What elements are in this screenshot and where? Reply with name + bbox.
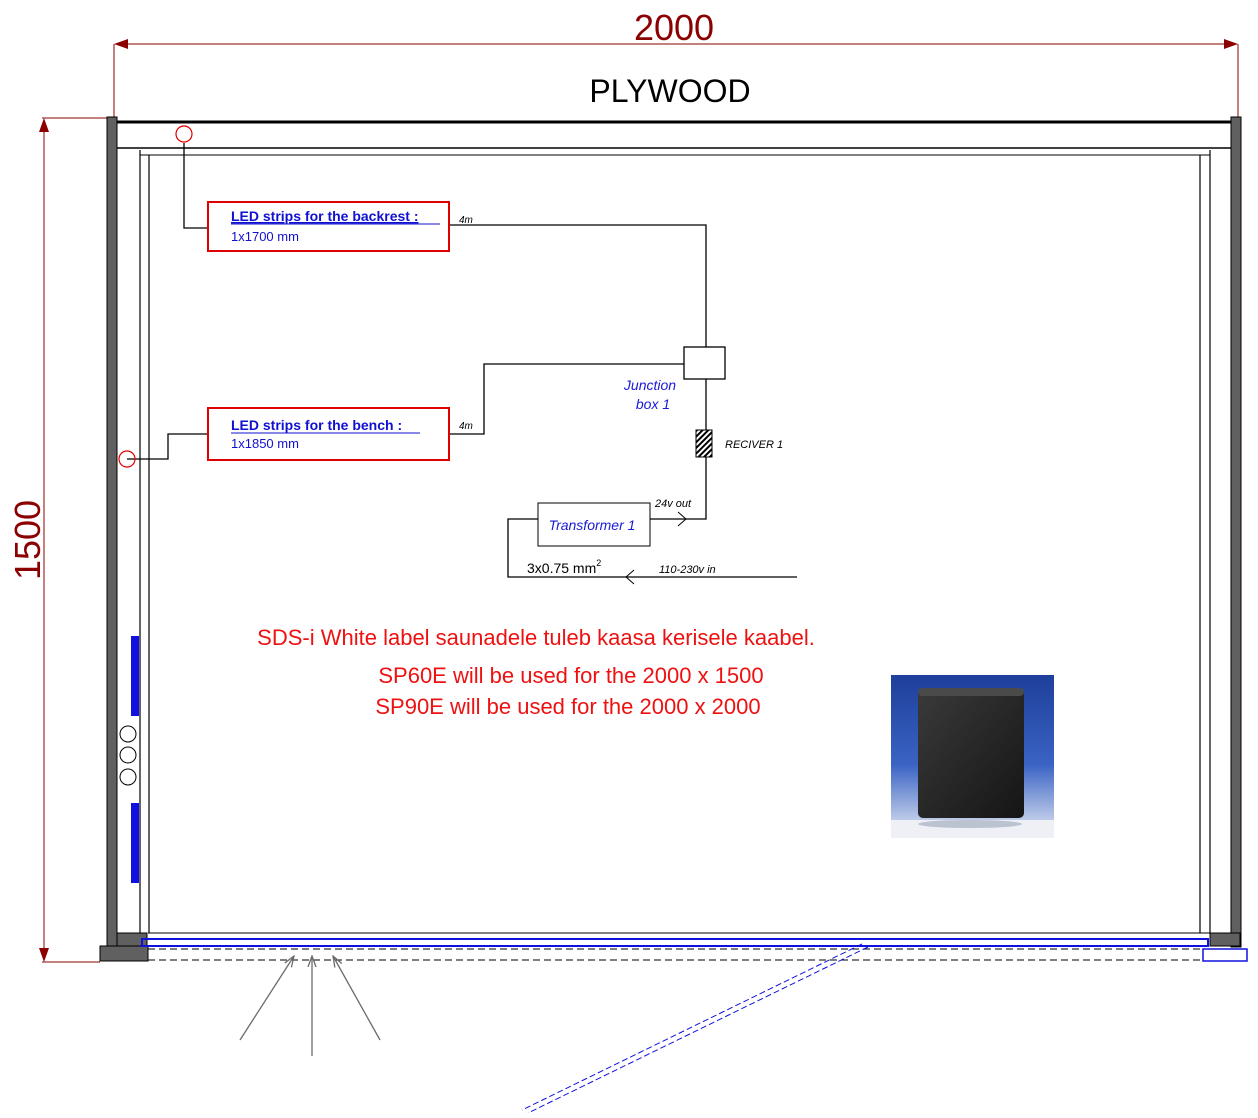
arrow-icon <box>333 956 381 1041</box>
width-dimension-label: 2000 <box>634 7 714 48</box>
transformer-label: Transformer 1 <box>549 517 636 533</box>
sauna-heater-image <box>891 675 1054 838</box>
receiver: RECIVER 1 <box>695 429 783 458</box>
right-door-handle <box>1202 948 1248 962</box>
door-swing <box>521 943 863 1111</box>
junction-box: Junction box 1 <box>623 346 726 412</box>
cable-spec-main: 3x0.75 mm <box>527 560 596 576</box>
led-backrest-spec: 1x1700 mm <box>231 229 299 244</box>
cable-spec: 3x0.75 mm2 <box>527 558 601 576</box>
led-bench-box: LED strips for the bench : 1x1850 mm 4m <box>207 407 473 461</box>
entry-arrows <box>239 956 381 1056</box>
height-dimension: 1500 <box>7 117 108 963</box>
left-wall-lights <box>119 636 139 883</box>
control-knob-icon <box>119 768 137 786</box>
led-bench-cable-length: 4m <box>459 421 473 432</box>
plywood-label: PLYWOOD <box>589 73 750 109</box>
transformer-out-label: 24v out <box>654 498 692 510</box>
control-knob-icon <box>119 746 137 764</box>
light-strip <box>131 636 139 716</box>
glass-front <box>141 932 1210 1114</box>
width-dimension: 2000 <box>113 7 1239 118</box>
light-strip <box>131 803 139 883</box>
note-line-1: SDS-i White label saunadele tuleb kaasa … <box>257 625 815 650</box>
left-wall-foot <box>99 945 149 962</box>
transformer: Transformer 1 24v out 110-230v in 3x0.75… <box>527 498 716 576</box>
left-wall-post <box>106 116 118 948</box>
junction-box-label-1: Junction <box>623 377 676 393</box>
sauna-walls <box>99 116 1248 962</box>
height-dimension-label: 1500 <box>7 500 48 580</box>
bench-connection-point <box>118 450 136 468</box>
arrow-icon <box>239 956 294 1041</box>
note-line-3: SP90E will be used for the 2000 x 2000 <box>375 694 760 719</box>
transformer-in-label: 110-230v in <box>659 564 716 576</box>
note-line-2: SP60E will be used for the 2000 x 1500 <box>378 663 763 688</box>
led-bench-title: LED strips for the bench : <box>231 417 402 433</box>
led-backrest-box: LED strips for the backrest : 1x1700 mm … <box>207 201 473 252</box>
cable-spec-superscript: 2 <box>596 558 601 568</box>
led-backrest-title: LED strips for the backrest : <box>231 208 419 224</box>
backrest-connection-point <box>175 125 193 143</box>
right-wall-post <box>1230 116 1242 948</box>
hatched-receiver-icon <box>695 429 713 458</box>
notes: SDS-i White label saunadele tuleb kaasa … <box>257 625 815 719</box>
junction-box-label-2: box 1 <box>636 396 670 412</box>
wiring <box>127 143 797 578</box>
led-bench-spec: 1x1850 mm <box>231 436 299 451</box>
receiver-label: RECIVER 1 <box>725 439 783 451</box>
led-backrest-cable-length: 4m <box>459 215 473 226</box>
control-knob-icon <box>119 725 137 743</box>
